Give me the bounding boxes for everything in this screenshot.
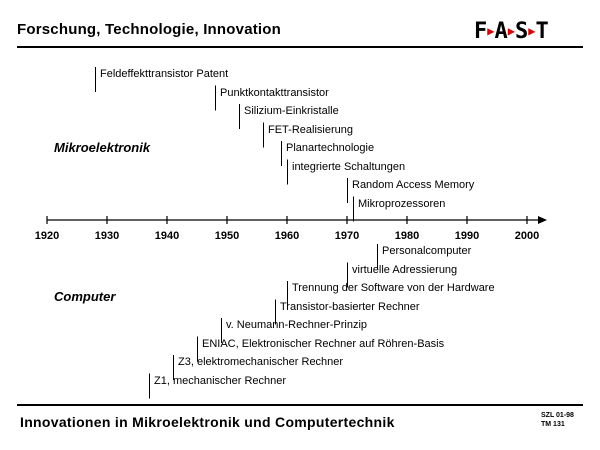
footer-divider — [17, 404, 583, 406]
header-divider — [17, 46, 583, 48]
logo-letter-s: S — [514, 18, 529, 44]
timeline-tick-label: 1960 — [275, 230, 299, 242]
slide-code-line-1: SZL 01-98 — [541, 412, 574, 419]
logo-triangle-icon: ▶ — [528, 24, 536, 38]
event-label: Mikroprozessoren — [358, 197, 446, 210]
fast-logo: F ▶ A ▶ S ▶ T — [474, 18, 584, 44]
timeline-tick-label: 1950 — [215, 230, 239, 242]
timeline-tick-label: 1940 — [155, 230, 179, 242]
event-label: Punktkontakttransistor — [220, 86, 329, 99]
timeline-axis — [47, 216, 547, 224]
footer-title: Innovationen in Mikroelektronik und Comp… — [20, 414, 395, 430]
logo-letter-a: A — [494, 18, 508, 44]
event-label: Z3, elektromechanischer Rechner — [178, 356, 344, 368]
slide-title: Forschung, Technologie, Innovation — [17, 21, 282, 38]
timeline-tick-label: 1990 — [455, 230, 479, 242]
section-label-microelectronics: Mikroelektronik — [54, 140, 151, 155]
event-label: integrierte Schaltungen — [292, 160, 406, 173]
logo-letter-t: T — [535, 18, 549, 44]
event-label: Trennung der Software von der Hardware — [292, 282, 495, 294]
logo-triangle-icon: ▶ — [487, 24, 495, 38]
event-label: ENIAC, Elektronischer Rechner auf Röhren… — [202, 337, 445, 350]
event-label: Planartechnologie — [286, 142, 375, 154]
timeline-tick-label: 1930 — [95, 230, 119, 242]
timeline-arrow-icon — [538, 216, 547, 224]
slide-code: SZL 01-98 TM 131 — [541, 411, 574, 429]
logo-letter-f: F — [474, 18, 488, 44]
event-label: virtuelle Adressierung — [352, 263, 458, 276]
logo-triangle-icon: ▶ — [507, 24, 515, 38]
event-label: v. Neumann-Rechner-Prinzip — [226, 319, 368, 331]
event-label: Personalcomputer — [382, 245, 472, 257]
event-label: Feldeffekttransistor Patent — [100, 68, 229, 80]
slide-code-line-2: TM 131 — [541, 421, 565, 428]
section-label-computer: Computer — [54, 289, 116, 304]
timeline-tick-label: 1980 — [395, 230, 419, 242]
event-label: Transistor-basierter Rechner — [280, 300, 420, 313]
event-markers — [95, 67, 378, 399]
timeline-ticks: 1920 1930 1940 1950 1960 1970 1980 1990 2000 — [35, 216, 539, 242]
event-label: Silizium-Einkristalle — [244, 105, 339, 117]
timeline-tick-label: 2000 — [515, 230, 539, 242]
timeline-tick-label: 1920 — [35, 230, 59, 242]
event-label: FET-Realisierung — [268, 123, 353, 136]
timeline-tick-label: 1970 — [335, 230, 359, 242]
event-label: Random Access Memory — [352, 179, 475, 191]
event-label: Z1, mechanischer Rechner — [154, 374, 287, 387]
